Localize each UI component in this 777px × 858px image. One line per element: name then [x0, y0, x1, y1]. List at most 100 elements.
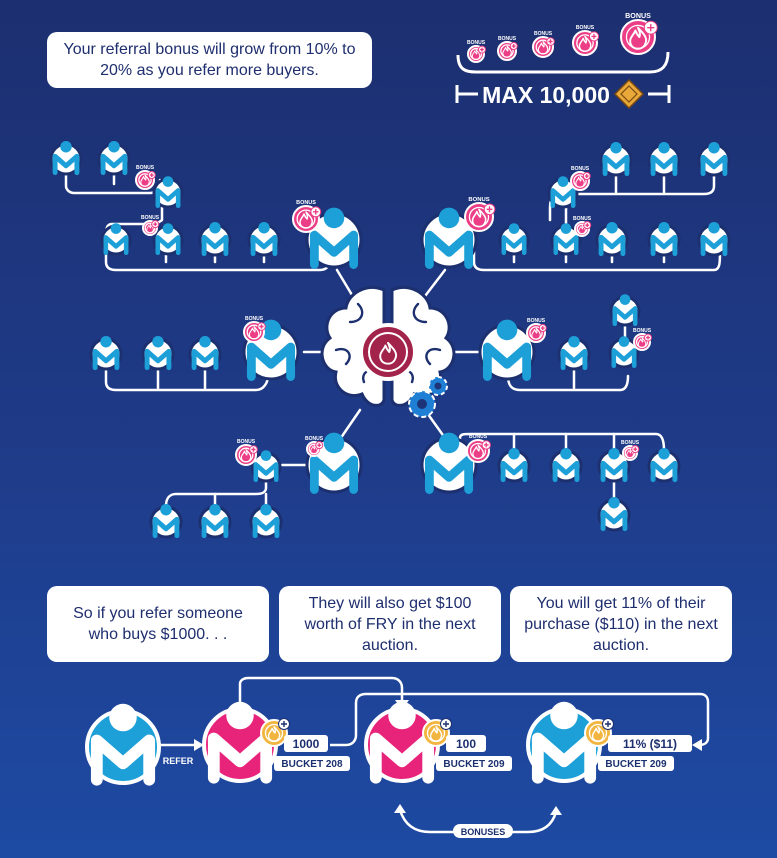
- bonus-label: BONUS: [305, 436, 324, 442]
- bonus-badge: BONUS: [467, 40, 486, 63]
- bonus-label: BONUS: [527, 318, 546, 324]
- user-node-lead: [420, 433, 478, 492]
- plus-icon: [153, 222, 158, 227]
- user-node: [100, 223, 132, 256]
- plus-icon: [646, 335, 650, 340]
- user-node: [198, 504, 232, 539]
- gears-icon: [408, 376, 448, 418]
- plus-icon: [585, 223, 590, 228]
- fry-coin-icon: [260, 718, 290, 747]
- bucket-label: BUCKET 209: [605, 759, 667, 770]
- bonus-badge: BONUS: [620, 12, 658, 55]
- amount-label: 100: [456, 737, 476, 751]
- bucket-label: BUCKET 208: [281, 759, 343, 770]
- bonus-label: BONUS: [245, 316, 264, 322]
- bonus-label: BONUS: [469, 434, 488, 440]
- fry-coin-icon: [422, 718, 452, 747]
- bonus-label: BONUS: [625, 12, 651, 20]
- user-node: [597, 448, 631, 483]
- plus-icon: [483, 442, 489, 448]
- bonus-label: BONUS: [141, 215, 160, 221]
- bonus-label: BONUS: [621, 440, 640, 446]
- bucket-label: BUCKET 209: [443, 759, 505, 770]
- user-node: [647, 448, 681, 483]
- user-node-lead: [305, 208, 363, 267]
- plus-icon: [591, 33, 597, 39]
- bonus-label: BONUS: [498, 36, 517, 42]
- bonus-badge: BONUS: [292, 200, 322, 233]
- user-node-lead: [420, 208, 478, 267]
- intro-text: Your referral bonus will grow from 10% t…: [63, 41, 356, 79]
- bonus-badge: BONUS: [497, 36, 518, 61]
- user-node: [152, 176, 184, 209]
- bonus-label: BONUS: [237, 439, 256, 445]
- user-node: [550, 223, 582, 256]
- plus-icon: [313, 209, 319, 215]
- user-node: [549, 448, 583, 483]
- user-node: [89, 336, 123, 371]
- user-node: [697, 142, 731, 177]
- plus-icon: [548, 39, 553, 44]
- plus-icon: [480, 47, 484, 52]
- refer-label: REFER: [163, 756, 194, 766]
- user-node: [557, 336, 591, 371]
- bonus-label: BONUS: [573, 216, 592, 222]
- user-node: [141, 336, 175, 371]
- step-3-text: You will get 11% of their purchase ($110…: [524, 594, 718, 654]
- user-node: [497, 448, 531, 483]
- step-1-callout: So if you refer someone who buys $1000. …: [47, 586, 269, 662]
- user-node: [498, 223, 530, 256]
- plus-icon: [486, 206, 493, 213]
- max-label: MAX 10,000: [482, 82, 610, 108]
- bonus-badge: BONUS: [243, 316, 266, 343]
- referrer-node: [85, 704, 161, 783]
- user-node: [49, 141, 83, 176]
- plus-icon: [259, 324, 264, 329]
- bonus-badge: BONUS: [466, 434, 491, 463]
- bonus-label: BONUS: [571, 166, 590, 172]
- user-node: [608, 336, 640, 369]
- bonus-badge: BONUS: [305, 436, 324, 457]
- step-1-text: So if you refer someone who buys $1000. …: [73, 605, 243, 643]
- user-node: [599, 142, 633, 177]
- plus-icon: [149, 173, 154, 177]
- user-node: [188, 336, 222, 371]
- user-node: [609, 294, 641, 327]
- bonus-badge: BONUS: [532, 31, 555, 58]
- user-node: [149, 504, 183, 539]
- plus-icon: [584, 174, 589, 178]
- user-node: [697, 222, 731, 257]
- step-2-callout: They will also get $100 worth of FRY in …: [279, 586, 501, 662]
- plus-icon: [511, 44, 516, 48]
- bonus-label: BONUS: [576, 25, 595, 31]
- amount-label: 11% ($11): [623, 737, 677, 751]
- brain-icon: [320, 285, 456, 418]
- bonus-badge: BONUS: [572, 25, 600, 56]
- plus-icon: [540, 326, 545, 330]
- user-node: [647, 142, 681, 177]
- user-node: [247, 222, 281, 257]
- user-node: [250, 450, 282, 483]
- bonus-label: BONUS: [468, 197, 489, 203]
- bonus-badge: BONUS: [526, 318, 547, 343]
- plus-icon: [647, 24, 655, 32]
- user-node: [647, 222, 681, 257]
- referral-network: BONUS BONUS BONUS BONUS BONUS BONUS BONUS BONUS…: [49, 141, 731, 539]
- plus-icon: [251, 447, 256, 452]
- user-node: [595, 222, 629, 257]
- step-2-text: They will also get $100 worth of FRY in …: [304, 594, 476, 654]
- user-node: [97, 141, 131, 176]
- user-node: [547, 176, 579, 209]
- user-node: [249, 504, 283, 539]
- bonus-badge: BONUS: [135, 165, 156, 190]
- bonus-label: BONUS: [467, 40, 486, 46]
- bonus-badge: BONUS: [633, 328, 652, 351]
- max-bonus-panel: BONUS BONUS BONUS BONUS BONUS MAX 10,000: [455, 12, 671, 110]
- bonus-label: BONUS: [633, 328, 652, 334]
- intro-callout: [47, 32, 372, 88]
- step-3-callout: You will get 11% of their purchase ($110…: [510, 586, 732, 662]
- bonuses-label: BONUSES: [461, 827, 506, 837]
- amount-label: 1000: [293, 737, 320, 751]
- bonus-badge: BONUS: [141, 215, 160, 236]
